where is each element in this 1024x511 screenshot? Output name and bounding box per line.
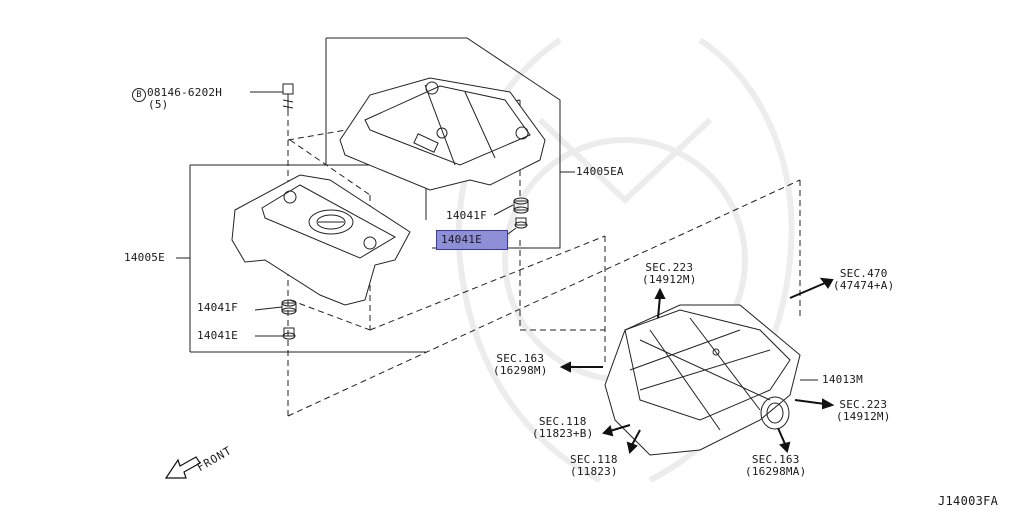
upper-engine-cover[interactable]: [339, 77, 546, 191]
lower-engine-cover[interactable]: [231, 174, 411, 306]
section-ref-163-left[interactable]: SEC.163 (16298M): [493, 352, 548, 377]
label-14005e[interactable]: 14005E: [124, 251, 165, 264]
section-ref-223-right[interactable]: SEC.223 (14912M): [836, 398, 891, 423]
section-ref-223-top[interactable]: SEC.223 (14912M): [642, 261, 697, 286]
section-ref-118[interactable]: SEC.118 (11823): [570, 453, 618, 478]
bolt-marker-icon: B: [132, 86, 146, 102]
label-14041e-lower[interactable]: 14041E: [197, 329, 238, 342]
section-ref-163-bottom[interactable]: SEC.163 (16298MA): [745, 453, 807, 478]
section-ref-118-b[interactable]: SEC.118 (11823+B): [532, 415, 594, 440]
grommet-14041e-upper[interactable]: [514, 217, 528, 229]
grommet-14041e-lower[interactable]: [282, 327, 296, 340]
grommet-14041f-lower[interactable]: [281, 299, 297, 315]
intake-manifold[interactable]: [604, 304, 801, 456]
grommet-14041f-upper[interactable]: [513, 197, 529, 214]
bolt-quantity: (5): [148, 98, 169, 111]
frame-upper-cover: [326, 37, 561, 249]
label-14041f-upper[interactable]: 14041F: [446, 209, 487, 222]
label-14041f-lower[interactable]: 14041F: [197, 301, 238, 314]
bolt-part[interactable]: [282, 83, 294, 112]
label-14041e-upper-highlighted[interactable]: 14041E: [436, 230, 508, 250]
section-ref-470[interactable]: SEC.470 (47474+A): [833, 267, 895, 292]
bolt-part-number[interactable]: 08146-6202H: [147, 86, 223, 99]
label-14013m[interactable]: 14013M: [822, 373, 863, 386]
diagram-code: J14003FA: [938, 494, 999, 508]
label-14005ea[interactable]: 14005EA: [576, 165, 624, 178]
front-arrow-icon: [164, 456, 201, 479]
